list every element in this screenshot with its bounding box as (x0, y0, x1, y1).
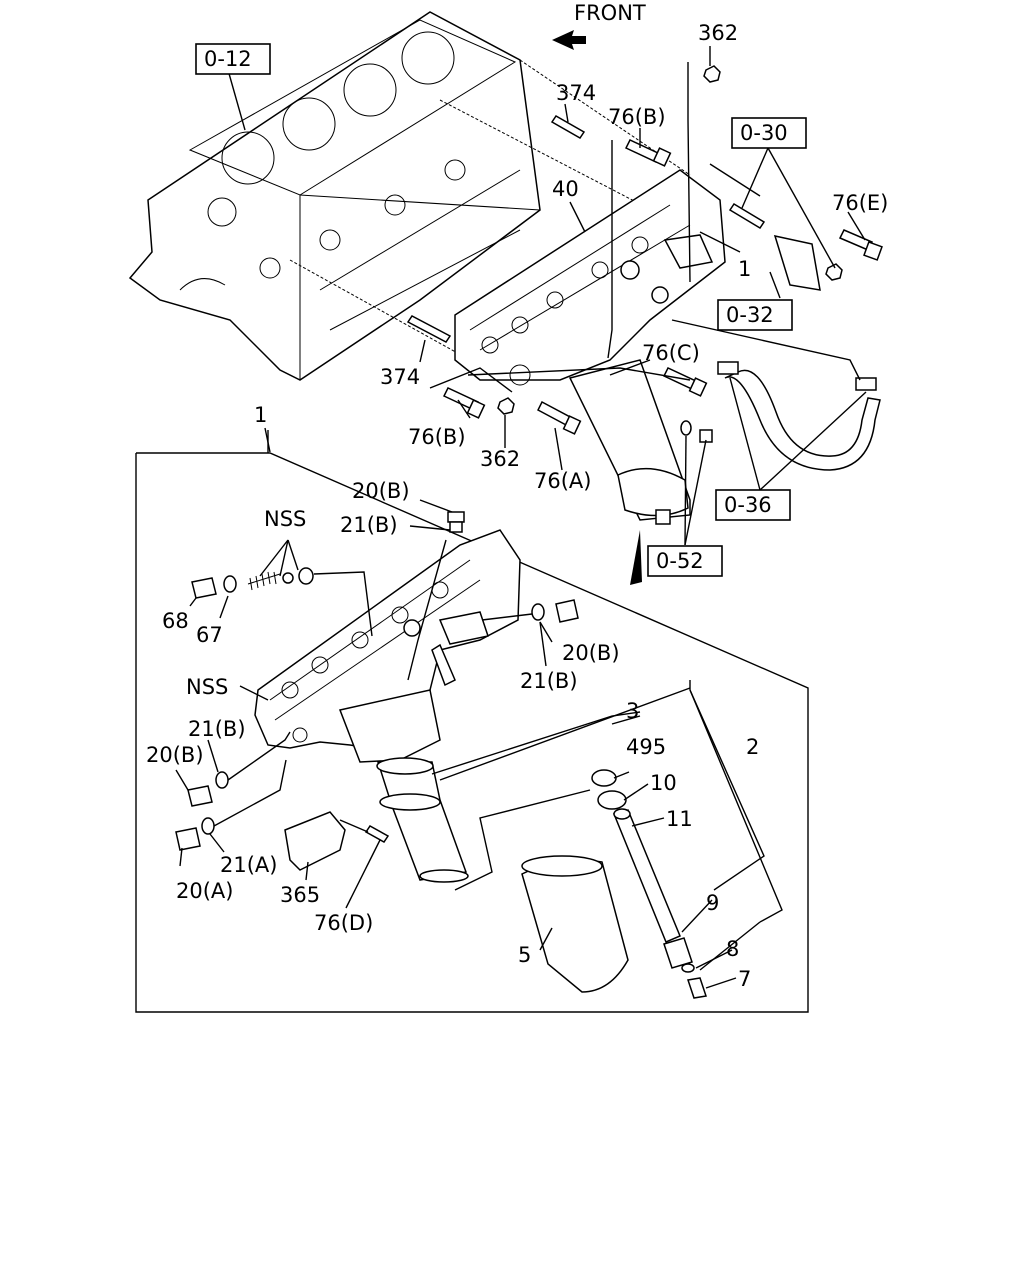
label-76b-top: 76(B) (608, 105, 666, 129)
front-arrow-icon (552, 30, 586, 50)
front-arrow: FRONT (552, 1, 646, 50)
label-7: 7 (738, 967, 751, 991)
label-3: 3 (626, 699, 639, 723)
ref-box-0-12[interactable]: 0-12 (195, 43, 271, 75)
part-labels: 362 374 76(B) 40 76(E) 1 374 76(C) 76(B)… (146, 21, 888, 991)
plug-20b-left (187, 785, 213, 807)
label-nss-top: NSS (264, 507, 306, 531)
oil-hose (717, 361, 881, 471)
label-21b-top: 21(B) (340, 513, 398, 537)
ref-box-0-30[interactable]: 0-30 (731, 117, 807, 149)
gasket-0-32 (773, 234, 821, 291)
label-374-left: 374 (380, 365, 420, 389)
label-40: 40 (552, 177, 579, 201)
ref-0-36-text: 0-36 (724, 493, 772, 517)
ref-0-32-text: 0-32 (726, 303, 774, 327)
label-374-top: 374 (556, 81, 596, 105)
label-76b-mid: 76(B) (408, 425, 466, 449)
label-9: 9 (706, 891, 719, 915)
filter-case-5 (521, 855, 629, 993)
bolt-76d (364, 825, 390, 843)
label-20b-left: 20(B) (146, 743, 204, 767)
label-1-box: 1 (254, 403, 267, 427)
label-76a: 76(A) (534, 469, 591, 493)
label-76c: 76(C) (642, 341, 700, 365)
stud-374-top (550, 115, 586, 139)
label-2: 2 (746, 735, 759, 759)
o-ring-21a (201, 817, 215, 835)
detail-small-parts (175, 567, 579, 871)
o-ring-67 (223, 575, 237, 593)
label-21b-left: 21(B) (188, 717, 246, 741)
plug-20b-top (447, 511, 465, 523)
center-bolt-parts (591, 769, 707, 999)
ref-box-0-36[interactable]: 0-36 (715, 489, 791, 521)
plug-20b-right (555, 599, 579, 623)
label-21b-right: 21(B) (520, 669, 578, 693)
label-365: 365 (280, 883, 320, 907)
upper-fasteners (406, 65, 883, 443)
label-20b-top: 20(B) (352, 479, 410, 503)
label-5: 5 (518, 943, 531, 967)
label-10: 10 (650, 771, 677, 795)
front-label: FRONT (574, 1, 646, 25)
plug-68 (191, 577, 217, 599)
label-362-top: 362 (698, 21, 738, 45)
ref-0-12-text: 0-12 (204, 47, 252, 71)
label-67: 67 (196, 623, 223, 647)
label-20a: 20(A) (176, 879, 233, 903)
label-362-mid: 362 (480, 447, 520, 471)
ref-box-0-32[interactable]: 0-32 (717, 299, 793, 331)
label-nss-left: NSS (186, 675, 228, 699)
ball-nss (282, 572, 294, 584)
label-11: 11 (666, 807, 693, 831)
label-495: 495 (626, 735, 666, 759)
detail-frame (135, 452, 809, 1013)
bolt-7 (687, 977, 707, 999)
leader-lines-upper (227, 46, 867, 585)
o-ring-8 (681, 963, 695, 973)
label-68: 68 (162, 609, 189, 633)
label-1-right: 1 (738, 257, 751, 281)
nut-362-mid (497, 397, 515, 415)
spring-10 (597, 790, 627, 810)
ref-0-52-text: 0-52 (656, 549, 704, 573)
nut-362-top (703, 65, 721, 83)
o-ring-21b-left (215, 771, 229, 789)
ref-box-0-52[interactable]: 0-52 (647, 545, 723, 577)
oil-cooler-assembly-upper (454, 169, 726, 525)
ref-0-30-text: 0-30 (740, 121, 788, 145)
oil-cooler-housing-detail (254, 511, 521, 763)
filter-element (376, 687, 691, 891)
bracket-365 (284, 811, 346, 871)
label-21a: 21(A) (220, 853, 277, 877)
o-ring-21b-right (531, 603, 545, 621)
label-76d: 76(D) (314, 911, 373, 935)
stud-374-left (406, 315, 452, 343)
label-8: 8 (726, 937, 739, 961)
cap-495 (591, 769, 617, 787)
plug-20a (175, 827, 201, 851)
label-20b-right: 20(B) (562, 641, 620, 665)
leader-lines-detail (175, 430, 783, 989)
bolt-76e (838, 229, 874, 251)
label-76e: 76(E) (832, 191, 888, 215)
